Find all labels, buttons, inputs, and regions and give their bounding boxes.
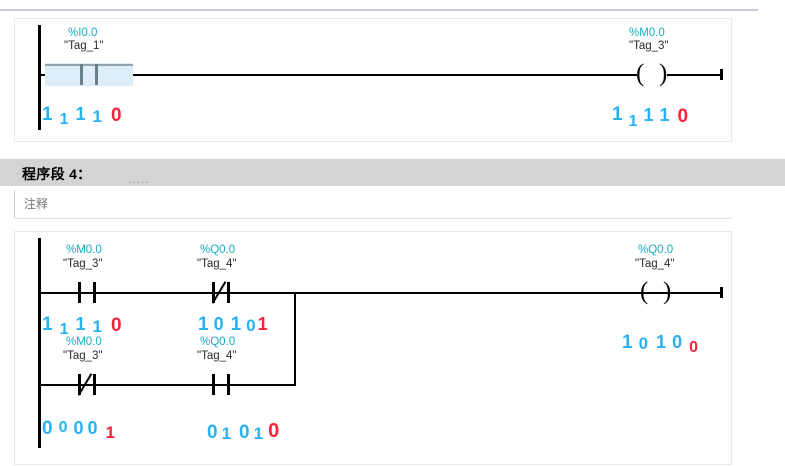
net4-top-contact2-address[interactable]: %Q0.0 xyxy=(200,244,236,256)
net4-coil-address[interactable]: %Q0.0 xyxy=(638,244,674,256)
coil-tag-net3[interactable]: "Tag_3" xyxy=(629,40,669,52)
monitor-bit: 1 xyxy=(198,314,209,335)
monitor-bit: 1 xyxy=(656,332,667,352)
coil-gap-mask-net3 xyxy=(637,63,667,87)
monitor-bit: 0 xyxy=(246,316,256,335)
monitor-bit: 1 xyxy=(59,321,69,338)
monitor-bit: 0 xyxy=(87,418,98,438)
net4-coil-paren-left[interactable]: ( xyxy=(640,278,649,305)
network-4-title-dots: ..... xyxy=(128,172,150,186)
net4-top-contact1-bar-right[interactable] xyxy=(93,282,96,303)
monitor-bit: 1 xyxy=(75,314,86,334)
net4-bot-contact1-bar-right[interactable] xyxy=(93,374,96,395)
selection-highlight-net3-contact xyxy=(45,63,133,86)
monitor-bit: 1 xyxy=(105,423,115,442)
net4-top-contact1-address[interactable]: %M0.0 xyxy=(66,244,102,256)
monitor-bit: 0 xyxy=(638,334,649,353)
monitor-bit: 1 xyxy=(257,314,268,334)
net4-top-contact1-bar-left[interactable] xyxy=(78,282,81,303)
net4-bot-contact1-tag[interactable]: "Tag_3" xyxy=(63,350,103,362)
monitor-bit: 0 xyxy=(672,332,683,352)
coil-paren-l2-net3: ( xyxy=(636,60,645,87)
net4-top-contact2-bar-left[interactable] xyxy=(212,282,215,303)
network-4-frame xyxy=(14,231,732,465)
network-4-header-bar[interactable] xyxy=(0,159,785,186)
monitor-bit: 1 xyxy=(628,113,638,130)
monitor-bit: 0 xyxy=(213,314,224,334)
selection-wire-net3 xyxy=(45,64,133,66)
monitor-bit: 1 xyxy=(42,314,53,335)
monitor-bit: 1 xyxy=(92,107,102,126)
net4-top-contact2-tag[interactable]: "Tag_4" xyxy=(197,258,237,270)
net4-bot-contact1-bar-left[interactable] xyxy=(78,374,81,395)
monitor-bit: 0 xyxy=(677,106,689,127)
net4-top-contact2-bar-right[interactable] xyxy=(227,282,230,303)
power-rail-left-net4 xyxy=(38,238,41,448)
contact-address-net3[interactable]: %I0.0 xyxy=(68,27,98,39)
monitor-bit: 1 xyxy=(643,105,654,125)
monitor-bit: 1 xyxy=(92,317,102,336)
monitor-bit: 1 xyxy=(59,111,69,128)
branch-connector-net4 xyxy=(294,292,296,386)
net4-bot-contact2-bar-right[interactable] xyxy=(227,374,230,395)
monitor-bit: 0 xyxy=(58,419,68,436)
rung-wire-net4-top xyxy=(38,292,723,294)
contact-bar-right-net3 xyxy=(95,64,98,85)
network-4-comment-row[interactable] xyxy=(14,190,731,219)
net4-bot-contact2-bar-left[interactable] xyxy=(212,374,215,395)
monitor-bit: 0 xyxy=(73,418,84,438)
network-4-comment-text[interactable]: 注释 xyxy=(24,197,49,211)
net4-bot-contact1-address[interactable]: %M0.0 xyxy=(66,336,102,348)
power-rail-left-net3 xyxy=(38,25,41,130)
rung-terminator-net3 xyxy=(720,69,723,80)
rung-wire-net3 xyxy=(38,74,723,76)
net4-bot-contact2-address[interactable]: %Q0.0 xyxy=(200,336,236,348)
network-4-title: 程序段 4： xyxy=(22,166,92,182)
monitor-bit: 1 xyxy=(622,332,633,353)
coil-paren-r2-net3: ) xyxy=(659,60,668,87)
monitor-bit: 1 xyxy=(75,104,86,124)
monitor-bit: 0 xyxy=(239,422,250,443)
monitor-bit: 1 xyxy=(230,314,242,335)
monitor-bit: 0 xyxy=(110,105,122,126)
coil-address-net3[interactable]: %M0.0 xyxy=(629,27,665,39)
net4-top-contact1-tag[interactable]: "Tag_3" xyxy=(63,258,103,270)
monitor-bit: 1 xyxy=(221,424,232,443)
monitor-bit: 0 xyxy=(207,422,218,443)
net4-coil-paren-right[interactable]: ) xyxy=(663,278,672,305)
net4-rung-terminator xyxy=(720,287,723,298)
monitor-bit: 1 xyxy=(659,105,670,125)
monitor-bit: 0 xyxy=(268,420,280,442)
contact-tag-net3[interactable]: "Tag_1" xyxy=(64,40,104,52)
rung-wire-net4-bottom xyxy=(38,384,296,386)
top-divider xyxy=(0,9,758,11)
monitor-bit: 0 xyxy=(110,315,122,336)
contact-bar-left-net3 xyxy=(80,64,83,85)
monitor-bit: 0 xyxy=(42,418,53,439)
monitor-bit: 1 xyxy=(253,424,264,443)
monitor-bit: 1 xyxy=(612,104,623,125)
monitor-bit: 1 xyxy=(42,104,53,125)
monitor-bit: 0 xyxy=(689,339,698,356)
net4-bot-contact2-tag[interactable]: "Tag_4" xyxy=(197,350,237,362)
net4-coil-tag[interactable]: "Tag_4" xyxy=(635,258,675,270)
network-3-frame xyxy=(14,18,732,142)
